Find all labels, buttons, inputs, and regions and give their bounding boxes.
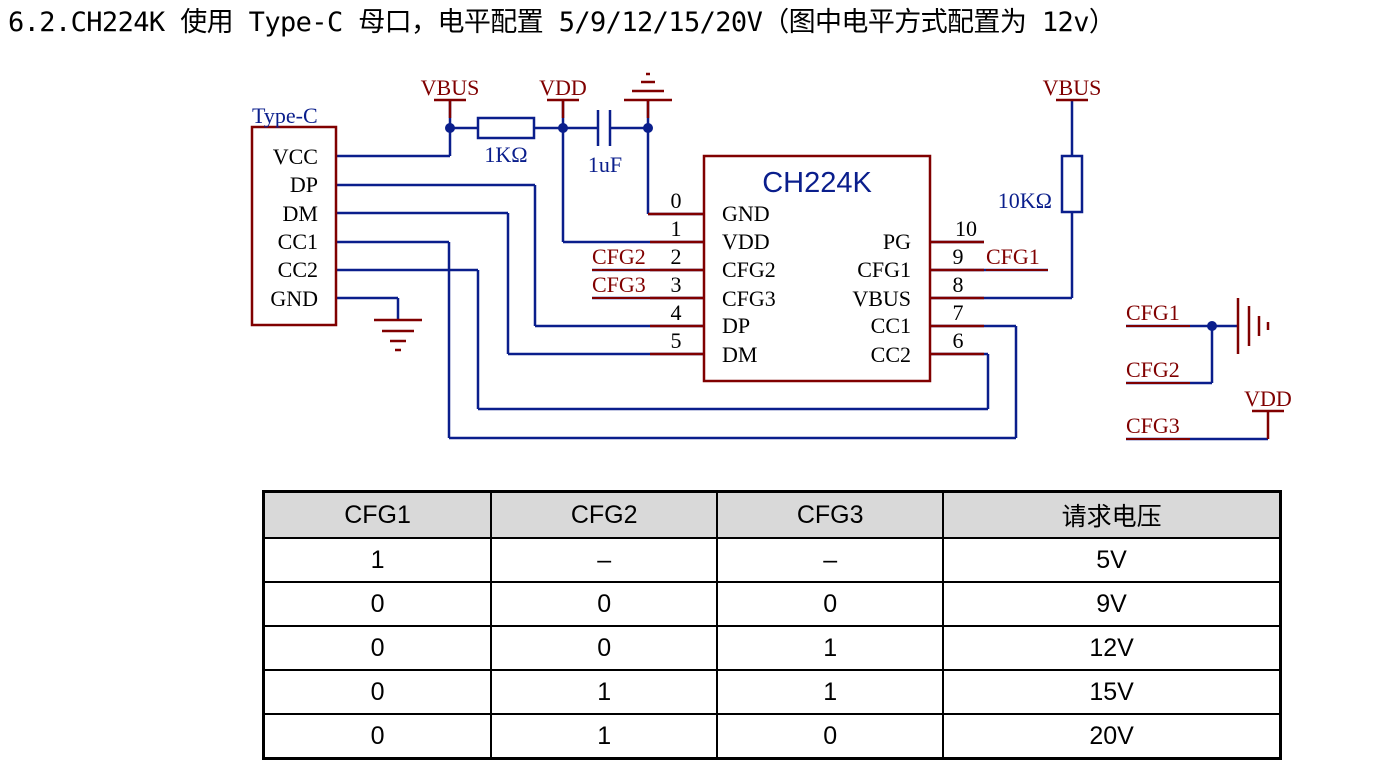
vdd-bottom-symbol [1252,409,1284,439]
net-labels: CFG2 CFG3 CFG1 CFG1 CFG2 CFG3 [592,244,1180,438]
ic-pin-cfg2: CFG2 [722,257,776,282]
config-net-cfg3: CFG3 [1126,413,1180,438]
net-label-underlines [592,269,1190,440]
cell-cfg2: – [490,537,719,583]
ic-right-pin-numbers: 10 9 8 7 6 [953,216,978,353]
ground-connector-symbol [374,318,422,352]
ic-pin-gnd: GND [722,201,770,226]
ch224k-ic-body [702,154,932,383]
ic-pin-num-8: 8 [953,272,964,297]
cell-cfg3: 0 [716,713,945,760]
resistor-1k [476,116,536,140]
ic-pin-num-7: 7 [953,300,964,325]
cell-cfg1: 0 [262,669,493,715]
table-row: 1 – – 5V [262,537,1282,583]
cell-cfg3: 0 [716,581,945,627]
vdd-top-symbol [547,98,579,118]
typec-pin-gnd: GND [270,286,318,311]
ic-pin-num-2: 2 [671,244,682,269]
ic-pin-cfg3: CFG3 [722,286,776,311]
vbus-left-symbol [434,98,466,118]
table-row: 0 1 0 20V [262,713,1282,760]
ic-pin-num-1: 1 [671,216,682,241]
schematic-diagram: VBUS VDD VBUS VDD 1KΩ 1uF 10KΩ Type-C VC… [250,72,1292,441]
typec-pin-cc2: CC2 [278,257,318,282]
vbus-right-label: VBUS [1043,75,1102,100]
cell-cfg1: 1 [262,537,493,583]
config-net-cfg2: CFG2 [1126,357,1180,382]
typec-pin-vcc: VCC [273,144,318,169]
ground-config-symbol [1236,298,1270,354]
header-cfg1: CFG1 [262,490,493,539]
ic-pin-dp: DP [722,313,750,338]
cell-cfg2: 1 [490,669,719,715]
vdd-bottom-label: VDD [1244,386,1292,411]
cell-cfg3: 1 [716,625,945,671]
cell-cfg2: 0 [490,581,719,627]
net-label-cfg2-in: CFG2 [592,244,646,269]
net-label-cfg1-out: CFG1 [986,244,1040,269]
cell-voltage: 5V [942,537,1282,583]
ic-pin-pg: PG [883,229,911,254]
ic-left-pin-numbers: 0 1 2 3 4 5 [671,188,682,353]
ic-right-pin-names: PG CFG1 VBUS CC1 CC2 [852,229,911,367]
typec-pin-labels: VCC DP DM CC1 CC2 GND [270,144,318,311]
ic-pin-vbus: VBUS [852,286,911,311]
resistor-10k [1060,154,1084,214]
table-row: 0 0 0 9V [262,581,1282,627]
vbus-left-label: VBUS [421,75,480,100]
capacitor-1uf [596,110,612,146]
capacitor-label: 1uF [588,152,622,177]
junction-dots [445,123,1217,331]
typec-pin-dp: DP [290,172,318,197]
cell-cfg1: 0 [262,625,493,671]
vdd-top-label: VDD [539,75,587,100]
cell-cfg2: 1 [490,713,719,760]
page-heading: 6.2.CH224K 使用 Type-C 母口，电平配置 5/9/12/15/2… [8,7,1116,38]
ic-pin-num-3: 3 [671,272,682,297]
cell-cfg1: 0 [262,713,493,760]
header-cfg3: CFG3 [716,490,945,539]
table-row: 0 0 1 12V [262,625,1282,671]
ic-pin-cfg1: CFG1 [857,257,911,282]
cell-voltage: 12V [942,625,1282,671]
ic-pin-num-9: 9 [953,244,964,269]
ic-title: CH224K [762,167,872,199]
cell-cfg2: 0 [490,625,719,671]
header-cfg2: CFG2 [490,490,719,539]
ic-pin-num-4: 4 [671,300,682,325]
cell-cfg1: 0 [262,581,493,627]
typec-pin-dm: DM [283,201,318,226]
ic-pin-cc2: CC2 [871,342,911,367]
typec-connector-body [250,125,338,327]
resistor-1k-label: 1KΩ [484,142,527,167]
ic-pin-num-6: 6 [953,328,964,353]
wires [336,100,1268,441]
config-net-cfg1: CFG1 [1126,300,1180,325]
ic-pin-num-10: 10 [955,216,977,241]
typec-title: Type-C [252,103,318,128]
table-row: 0 1 1 15V [262,669,1282,715]
ic-pin-dm: DM [722,342,757,367]
cell-cfg3: – [716,537,945,583]
ic-right-pins [930,240,984,356]
ic-pin-num-5: 5 [671,328,682,353]
voltage-config-table: CFG1 CFG2 CFG3 请求电压 1 – – 5V 0 0 0 9V 0 … [262,490,1282,760]
ground-top-symbol [624,72,672,118]
header-request-voltage: 请求电压 [942,490,1282,539]
table-header-row: CFG1 CFG2 CFG3 请求电压 [262,490,1282,539]
typec-pin-cc1: CC1 [278,229,318,254]
ic-pin-vdd: VDD [722,229,770,254]
ic-pin-cc1: CC1 [871,313,911,338]
ic-pin-num-0: 0 [671,188,682,213]
cell-voltage: 20V [942,713,1282,760]
cell-voltage: 15V [942,669,1282,715]
cell-cfg3: 1 [716,669,945,715]
cell-voltage: 9V [942,581,1282,627]
net-label-cfg3-in: CFG3 [592,272,646,297]
resistor-10k-label: 10KΩ [998,188,1052,213]
ic-left-pins [648,212,704,356]
ic-left-pin-names: GND VDD CFG2 CFG3 DP DM [722,201,776,367]
